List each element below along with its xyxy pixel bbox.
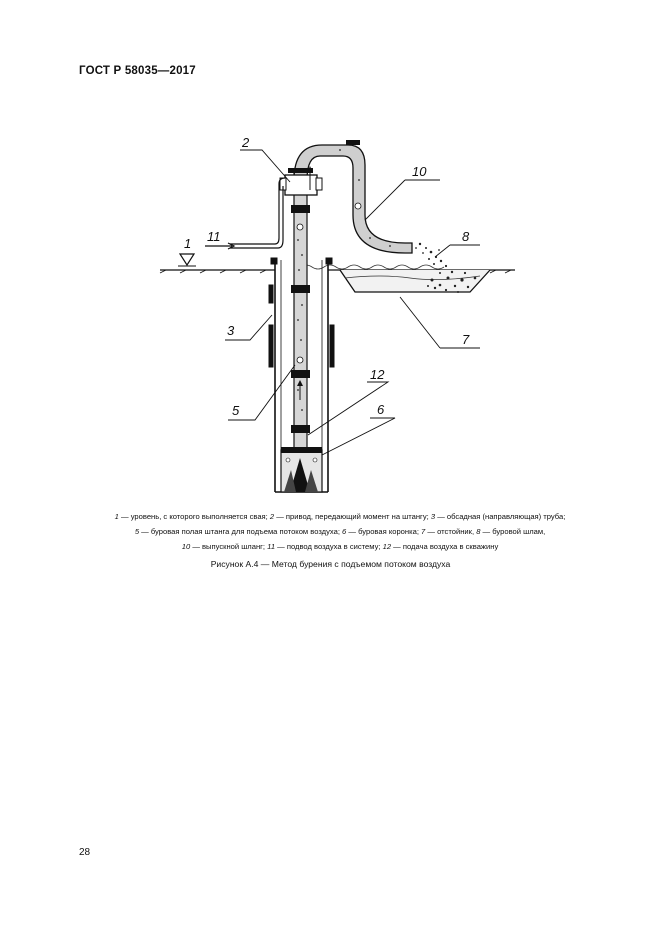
legend-num: 6 <box>342 527 347 536</box>
standard-header: ГОСТ Р 58035—2017 <box>79 65 196 77</box>
legend-num: 1 <box>114 512 119 521</box>
figure-caption: Рисунок А.4 — Метод бурения с подъемом п… <box>210 559 451 569</box>
settling-pit <box>299 264 491 293</box>
legend-num: 10 <box>181 542 191 551</box>
label-2: 2 <box>241 135 250 150</box>
air-supply-line <box>230 177 286 249</box>
drilling-diagram: 1 2 3 5 6 7 8 10 11 12 <box>150 120 530 500</box>
discharge-hose <box>288 140 413 254</box>
figure-legend: 1 — уровень, с которого выполняется свая… <box>60 509 620 554</box>
level-marker-icon <box>178 253 196 267</box>
legend-num: 8 <box>476 527 481 536</box>
legend-text: — подача воздуха в скважину <box>391 542 499 551</box>
legend-text: — обсадная (направляющая) труба; <box>435 512 566 521</box>
legend-text: — выпускной шланг; <box>190 542 268 551</box>
legend-text: — буровая полая штанга для подъема поток… <box>139 527 343 536</box>
label-10: 10 <box>412 164 427 179</box>
label-5: 5 <box>232 403 240 418</box>
legend-num: 3 <box>430 512 436 521</box>
legend-text: — буровой шлам, <box>480 527 546 536</box>
air-inlet-arrow-icon <box>205 242 236 250</box>
legend-num: 2 <box>269 512 275 521</box>
legend-num: 12 <box>382 542 392 551</box>
page-number: 28 <box>79 847 91 858</box>
label-12: 12 <box>370 367 385 382</box>
legend-num: 11 <box>267 542 276 551</box>
legend-num: 5 <box>134 527 140 536</box>
drill-cuttings <box>415 242 448 268</box>
casing-pipe <box>268 257 335 493</box>
label-11: 11 <box>207 229 221 244</box>
legend-text: — привод, передающий момент на штангу; <box>274 512 431 521</box>
label-3: 3 <box>227 323 235 338</box>
label-8: 8 <box>462 229 470 244</box>
legend-text: — отстойник, <box>425 527 477 536</box>
label-7: 7 <box>462 332 470 347</box>
legend-num: 7 <box>421 527 426 536</box>
drill-rod <box>291 169 310 451</box>
leader-lines <box>225 149 480 456</box>
drive-unit <box>279 166 323 196</box>
legend-text: — уровень, с которого выполняется свая; <box>118 512 270 521</box>
drill-bit <box>280 447 323 493</box>
label-1: 1 <box>184 236 191 251</box>
legend-text: — подвод воздуха в систему; <box>275 542 383 551</box>
diagram-svg: 1 2 3 5 6 7 8 10 11 12 <box>159 135 515 493</box>
legend-text: — буровая коронка; <box>346 527 422 536</box>
label-6: 6 <box>377 402 385 417</box>
